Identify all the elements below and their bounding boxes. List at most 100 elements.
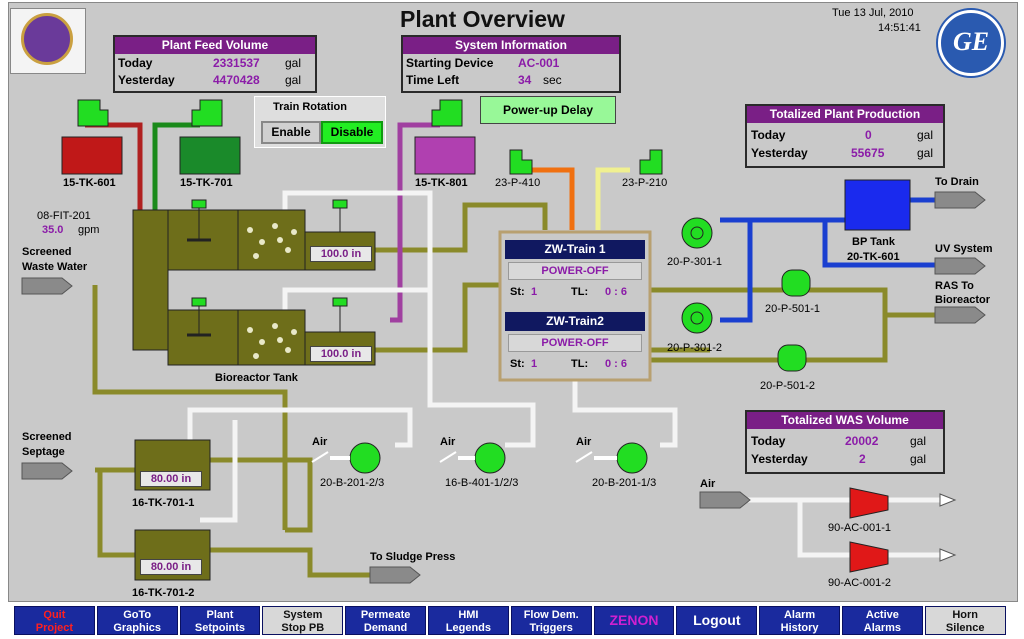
was-yesterday-unit: gal (910, 452, 927, 466)
pump-20-p-301-2-icon[interactable] (681, 302, 713, 334)
pump-20-p-501-1-icon[interactable] (781, 269, 811, 297)
zw-train-1-tl-label: TL: (571, 286, 589, 298)
nav-button-line1: System (283, 609, 323, 621)
label-20-p-501-2: 20-P-501-2 (760, 380, 816, 392)
bio1-zone-b (237, 209, 306, 271)
screened-septage-label-2: Septage (22, 446, 65, 458)
mixers (187, 199, 348, 337)
nav-button-line1: Permeate (360, 609, 411, 621)
time-left-unit: sec (543, 73, 562, 87)
nav-button-6[interactable]: Flow Dem.Triggers (510, 606, 592, 635)
label-15-tk-601: 15-TK-601 (63, 177, 116, 189)
ge-logo: GE (938, 10, 1004, 76)
blower-20-b-201-1-icon[interactable] (616, 442, 648, 474)
compressor-90-ac-001-1-icon[interactable] (849, 487, 889, 519)
air-label-compressors: Air (700, 478, 716, 490)
zw-train-2-panel[interactable]: ZW-Train2 POWER-OFF St: 1 TL: 0 : 6 (505, 312, 645, 378)
zw-train-frame (498, 230, 652, 382)
date-display: Tue 13 Jul, 2010 (832, 7, 914, 19)
nav-button-line2: History (780, 622, 819, 634)
prod-yesterday-value: 55675 (851, 146, 885, 160)
chem-pump-601-icon[interactable] (77, 99, 109, 127)
bio2-zone-a (167, 309, 239, 366)
pump-20-p-301-1-icon[interactable] (681, 217, 713, 249)
starting-device-label: Starting Device (406, 56, 494, 70)
nav-button-line1: Active (865, 609, 899, 621)
nav-button-line1: Flow Dem. (523, 609, 579, 621)
prod-yesterday-unit: gal (917, 146, 934, 160)
label-16-b-401-1-2-3: 16-B-401-1/2/3 (445, 477, 519, 489)
nav-button-7[interactable]: ZENON (593, 606, 675, 635)
ras-label-2: Bioreactor (935, 294, 991, 306)
nav-button-line2: Stop PB (281, 622, 325, 634)
time-left-value: 34 (518, 73, 532, 87)
feed-today-label: Today (118, 56, 153, 70)
plant-feed-volume-panel: Plant Feed Volume Today 2331537 gal Yest… (113, 35, 317, 93)
zw-train-2-st-value: 1 (531, 358, 538, 370)
panel-title: System Information (403, 37, 619, 54)
ras-label-1: RAS To (935, 280, 974, 292)
bp-tank-20-tk-601[interactable] (844, 179, 911, 231)
train-rotation-panel: Train Rotation Enable Disable (254, 96, 386, 148)
chem-pump-801-icon[interactable] (431, 99, 463, 127)
tank-15-tk-601[interactable] (61, 136, 123, 175)
totalized-was-panel: Totalized WAS Volume Today 20002 gal Yes… (745, 410, 945, 474)
screened-septage-label-1: Screened (22, 431, 72, 443)
label-20-p-301-1: 20-P-301-1 (667, 256, 723, 268)
chem-pump-701-icon[interactable] (191, 99, 223, 127)
blower-16-b-401-icon[interactable] (474, 442, 506, 474)
was-yesterday-value: 2 (859, 452, 866, 466)
zw-train-1-title: ZW-Train 1 (505, 240, 645, 259)
stream-arrows (21, 191, 986, 584)
anoxic-column (132, 209, 169, 351)
blower-20-b-201-2-icon[interactable] (349, 442, 381, 474)
time-display: 14:51:41 (878, 22, 921, 34)
totalized-production-panel: Totalized Plant Production Today 0 gal Y… (745, 104, 945, 168)
panel-title: Plant Feed Volume (115, 37, 315, 54)
nav-button-line2: Silence (945, 622, 985, 634)
power-up-delay-indicator: Power-up Delay (480, 96, 616, 124)
zw-train-1-st-value: 1 (531, 286, 538, 298)
county-seal-logo (10, 8, 86, 74)
compressor-90-ac-001-2-icon[interactable] (849, 541, 889, 573)
prod-today-unit: gal (917, 128, 934, 142)
aeration-bubbles (247, 223, 297, 359)
system-information-panel: System Information Starting Device AC-00… (401, 35, 621, 93)
nav-button-line1: HMI (458, 609, 479, 621)
feed-today-unit: gal (285, 56, 302, 70)
pump-23-p-210-icon[interactable] (639, 149, 663, 175)
flow-meter-tag: 08-FIT-201 (37, 210, 91, 222)
zw-train-1-panel[interactable]: ZW-Train 1 POWER-OFF St: 1 TL: 0 : 6 (505, 240, 645, 306)
pump-20-p-501-2-icon[interactable] (777, 344, 807, 372)
train-rotation-disable-button[interactable]: Disable (321, 121, 383, 144)
air-label-3: Air (576, 436, 592, 448)
green-chem-line (152, 122, 200, 210)
screened-waste-water-label-1: Screened (22, 246, 72, 258)
screened-waste-water-label-2: Waste Water (22, 261, 88, 273)
uv-system-label: UV System (935, 243, 993, 255)
tank-15-tk-801[interactable] (414, 136, 476, 175)
train-rotation-enable-button[interactable]: Enable (261, 121, 321, 144)
nav-button-line2: Alarms (863, 622, 902, 634)
label-16-tk-701-1: 16-TK-701-1 (132, 497, 195, 509)
tank-15-tk-701[interactable] (179, 136, 241, 175)
zw-train-2-tl-label: TL: (571, 358, 589, 370)
nav-button-8[interactable]: Logout (676, 606, 758, 635)
nav-button-line1: Alarm (783, 609, 816, 621)
page-title: Plant Overview (400, 6, 565, 32)
label-20-p-501-1: 20-P-501-1 (765, 303, 821, 315)
nav-button-line1: Plant (206, 609, 234, 621)
label-20-b-201-1-3: 20-B-201-1/3 (592, 477, 657, 489)
zw-train-2-st-label: St: (510, 358, 525, 370)
pump-23-p-410-icon[interactable] (509, 149, 533, 175)
blowers (311, 442, 648, 474)
